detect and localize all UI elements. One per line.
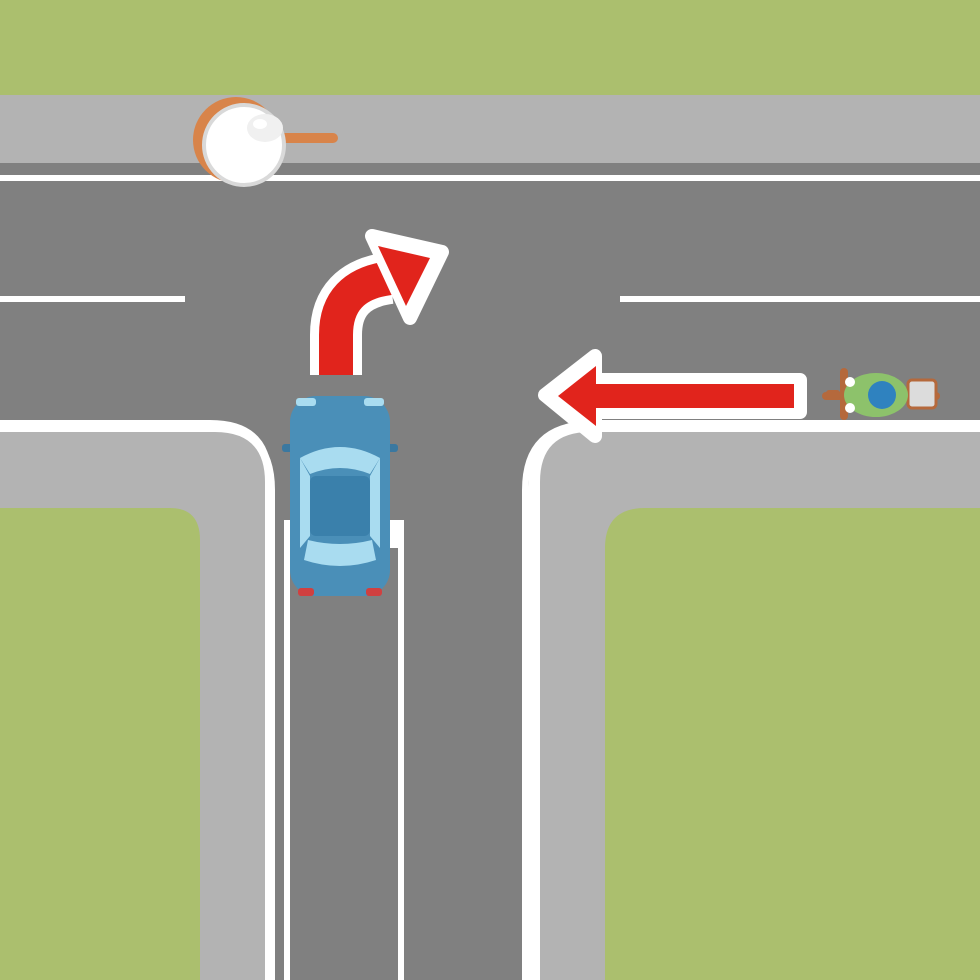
grass-bottom-right: [605, 505, 980, 980]
road-horizontal: [0, 163, 980, 420]
convex-traffic-mirror-icon: [193, 97, 338, 187]
road-edge-line-bottom-left: [0, 421, 275, 980]
car-top-view-icon: [282, 396, 398, 596]
footpath-bottom-right: [540, 432, 980, 980]
footpath-bottom-left: [0, 432, 265, 980]
grass-top: [0, 0, 980, 95]
footpath-top: [0, 95, 980, 163]
grass-bottom-left: [0, 500, 200, 980]
center-line-right: [620, 296, 980, 302]
motorcyclist-top-view-icon: [822, 368, 940, 420]
lane-line-right: [398, 520, 404, 980]
center-line-left: [0, 296, 185, 302]
left-arrow-icon: [538, 349, 807, 443]
lane-line-left: [284, 520, 290, 980]
right-turn-arrow-icon: [310, 229, 449, 375]
stop-bar-right: [390, 520, 404, 548]
